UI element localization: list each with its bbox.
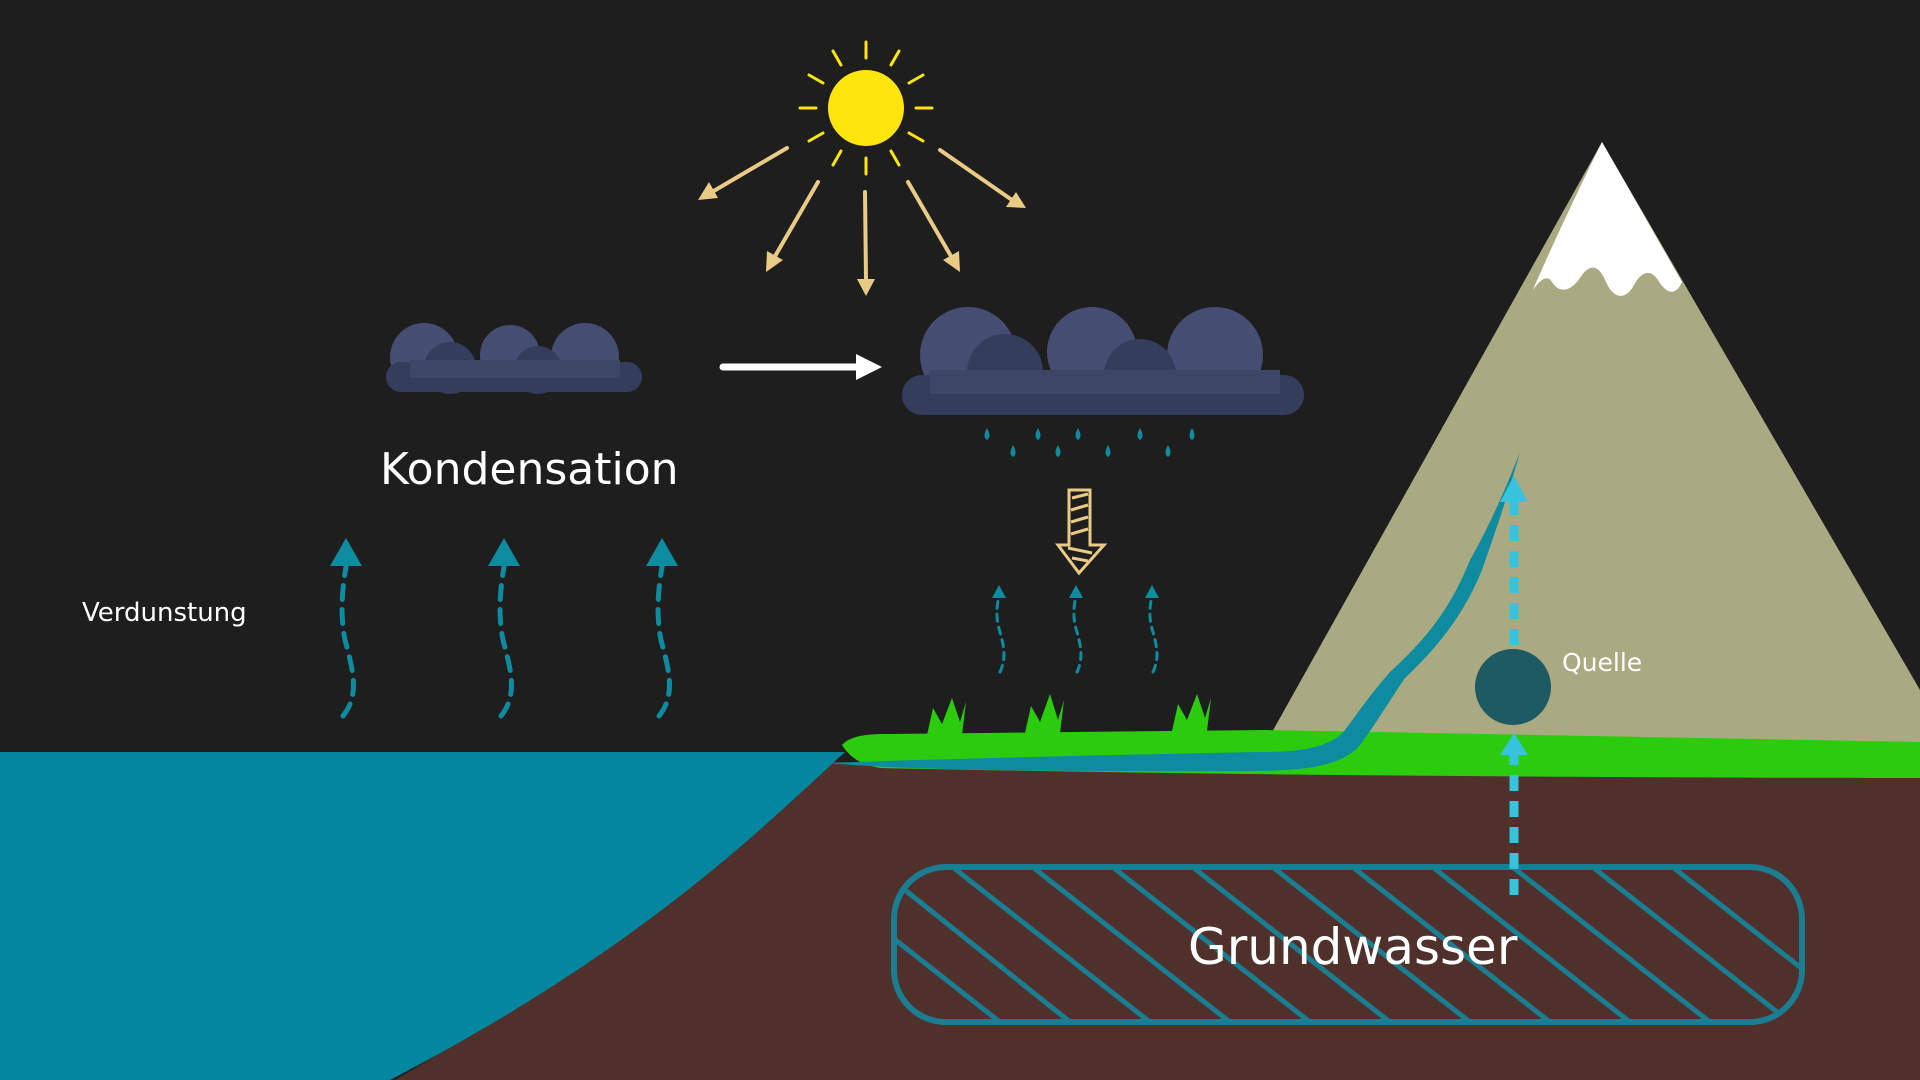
evaporation-arrow xyxy=(646,538,678,719)
grass-icon xyxy=(1172,694,1211,731)
transpiration-arrow xyxy=(1069,585,1083,674)
spring-flow-arrow xyxy=(1500,476,1528,645)
rain-cloud-icon xyxy=(902,307,1304,415)
earth-ground xyxy=(395,762,1920,1080)
label-kondensation: Kondensation xyxy=(380,444,679,495)
label-quelle: Quelle xyxy=(1562,648,1643,677)
sun-icon xyxy=(798,40,934,176)
precipitation-arrow xyxy=(1055,488,1108,576)
transpiration-arrow xyxy=(1145,585,1159,674)
evaporation-arrow xyxy=(330,538,362,719)
sun-ray-arrows xyxy=(698,146,1026,296)
label-verdunstung: Verdunstung xyxy=(82,598,247,628)
wind-arrow xyxy=(719,354,882,380)
aquifer xyxy=(891,864,1805,1025)
grass-icon xyxy=(1025,694,1064,733)
cloud-icon xyxy=(386,323,642,394)
mountain-icon xyxy=(1262,142,1920,750)
label-grundwasser: Grundwasser xyxy=(1188,918,1518,976)
raindrop-icon xyxy=(984,428,1195,457)
evaporation-arrow xyxy=(488,538,520,719)
groundwater-flow-arrow xyxy=(1500,733,1528,895)
sea-water xyxy=(0,752,845,1080)
transpiration-arrow xyxy=(992,585,1006,674)
spring-source xyxy=(1475,649,1551,725)
grass-icon xyxy=(927,698,966,735)
